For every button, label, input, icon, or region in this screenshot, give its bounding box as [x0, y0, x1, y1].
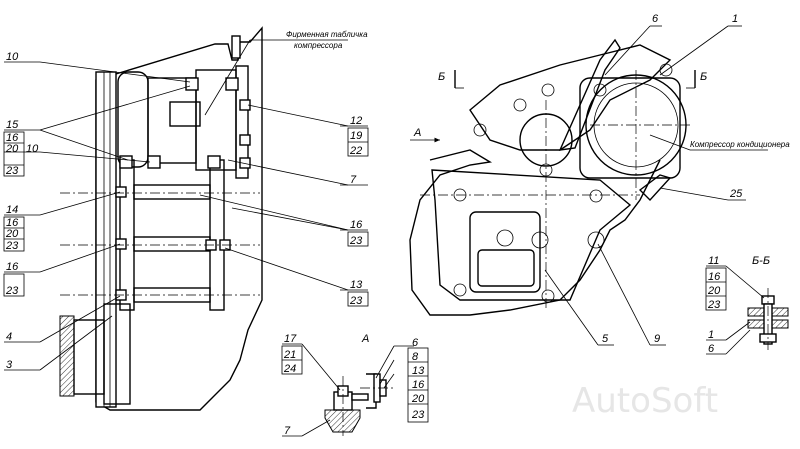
callout-13-right: 13 [350, 279, 363, 291]
detail-a-callout-6: 6 [412, 337, 419, 349]
section-bb-callout-23: 23 [707, 299, 721, 311]
callout-23-b: 23 [5, 240, 19, 252]
callout-9: 9 [654, 333, 660, 345]
callout-10-top: 10 [6, 51, 19, 63]
callout-7: 7 [350, 174, 357, 186]
detail-a-labels: А 17 21 24 7 6 8 13 16 20 23 [283, 333, 425, 437]
detail-a-callout-21: 21 [283, 349, 296, 361]
section-bb-callout-20: 20 [707, 285, 721, 297]
callout-12: 12 [350, 115, 362, 127]
section-bb-title: Б-Б [752, 255, 770, 267]
callout-6-right: 6 [652, 13, 659, 25]
nameplate-caption-line1: Фирменная табличка [286, 30, 368, 39]
callout-16-right: 16 [350, 219, 363, 231]
detail-a-callout-20: 20 [411, 393, 425, 405]
section-bb-callout-6: 6 [708, 343, 715, 355]
section-bb-callout-11: 11 [708, 255, 719, 267]
right-view-labels: Б Б А Компрессор кондиционера 6 1 25 5 9 [413, 13, 790, 345]
callout-20-b: 20 [5, 228, 19, 240]
callout-20-a: 20 [5, 143, 19, 155]
callout-16-a: 16 [6, 132, 19, 144]
callout-16-c: 16 [6, 261, 19, 273]
callout-22: 22 [349, 145, 362, 157]
watermark-text: AutoSoft [572, 381, 718, 421]
left-view-leaders [3, 39, 369, 371]
section-mark-b-right: Б [700, 71, 707, 83]
callout-1-right: 1 [732, 13, 738, 25]
nameplate-caption-line2: компрессора [294, 41, 343, 50]
view-arrow-a-label: А [413, 127, 421, 139]
section-bb-leaders [705, 265, 765, 355]
callout-25: 25 [729, 188, 743, 200]
detail-a-callout-24: 24 [283, 363, 296, 375]
callout-14: 14 [6, 204, 18, 216]
callout-3: 3 [6, 359, 13, 371]
detail-a-callout-17: 17 [284, 333, 297, 345]
callout-16-b: 16 [6, 217, 19, 229]
callout-5: 5 [602, 333, 609, 345]
detail-a-title: А [361, 333, 369, 345]
callout-19: 19 [350, 130, 362, 142]
section-bb [747, 288, 789, 350]
left-view [59, 26, 263, 411]
right-view-leaders [544, 25, 768, 346]
compressor-caption: Компрессор кондиционера [690, 140, 790, 149]
callout-15: 15 [6, 119, 19, 131]
detail-a [324, 373, 395, 436]
callout-23-right-b: 23 [349, 295, 363, 307]
detail-a-callout-16: 16 [412, 379, 425, 391]
callout-4: 4 [6, 331, 12, 343]
callout-23-right: 23 [349, 235, 363, 247]
detail-a-callout-23: 23 [411, 409, 425, 421]
callout-23-a: 23 [5, 165, 19, 177]
section-mark-b-left: Б [438, 71, 445, 83]
section-bb-labels: Б-Б 11 16 20 23 1 6 [707, 255, 770, 355]
detail-a-callout-7: 7 [284, 425, 291, 437]
callout-23-c: 23 [5, 285, 19, 297]
section-bb-callout-16: 16 [708, 271, 721, 283]
left-view-labels: Фирменная табличка компрессора 10 15 16 … [5, 30, 368, 371]
callout-10-mid: 10 [26, 143, 39, 155]
detail-a-callout-8: 8 [412, 351, 419, 363]
detail-a-leaders [281, 343, 429, 437]
detail-a-callout-13: 13 [412, 365, 425, 377]
section-bb-callout-1: 1 [708, 329, 714, 341]
right-view [409, 38, 696, 316]
